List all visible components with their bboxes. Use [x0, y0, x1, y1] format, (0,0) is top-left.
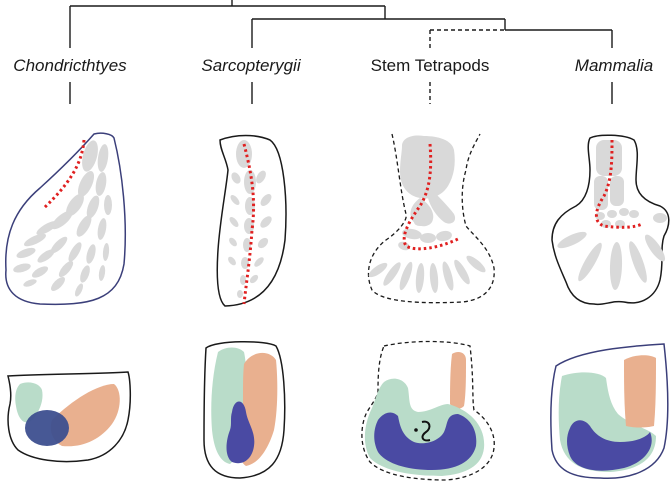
mammalia-bones	[557, 140, 667, 290]
taxon-label-mammalia: Mammalia	[575, 56, 653, 75]
taxon-label-stem-tetrapods: Stem Tetrapods	[371, 56, 490, 75]
chondrichthyes-domain-outline	[7, 371, 132, 463]
stem-tetrapods-bones	[368, 135, 486, 293]
taxon-label-sarcopterygii: Sarcopterygii	[201, 56, 301, 75]
chondrichthyes-radials	[13, 140, 112, 297]
stem-tetrapods-digit-mark	[421, 420, 431, 442]
chondrichthyes-domain-green	[15, 382, 43, 423]
stem-tetrapods-domain-lightgreen-pocket	[407, 419, 439, 440]
mammalia-metapterygial-axis	[595, 139, 643, 229]
sarcopterygii-fin-outline	[216, 134, 287, 307]
stem-tetrapods-limb-outline	[367, 133, 495, 304]
taxon-label-chondrichthyes: Chondricthtyes	[13, 56, 127, 75]
sarcopterygii-domain-outline	[203, 340, 286, 479]
stem-tetrapods-domain-blue	[374, 412, 477, 470]
mammalia-limb-skeleton	[551, 134, 670, 306]
mammalia-domain-blue	[567, 420, 652, 471]
mammalia-limb-outline	[551, 134, 670, 306]
chondrichthyes-expression-domains	[7, 371, 132, 463]
chondrichthyes-fin-outline	[5, 132, 126, 306]
phylogeny-tree	[69, 0, 613, 104]
sarcopterygii-domain-blue	[226, 401, 255, 464]
chondrichthyes-fin-skeleton	[5, 132, 126, 306]
mammalia-domain-orange	[624, 355, 656, 428]
stem-tetrapods-expression-domains	[361, 340, 495, 481]
chondrichthyes-domain-blue	[25, 410, 69, 446]
stem-tetrapods-digit-dot	[414, 428, 418, 432]
sarcopterygii-bones	[228, 140, 272, 298]
stem-tetrapods-domain-orange	[450, 352, 466, 409]
sarcopterygii-fin-skeleton	[216, 134, 287, 307]
stem-tetrapods-domain-outline	[361, 340, 495, 481]
sarcopterygii-expression-domains	[203, 340, 286, 479]
mammalia-expression-domains	[550, 343, 669, 479]
mammalia-domain-outline	[550, 343, 669, 479]
chondrichthyes-metapterygial-axis	[42, 139, 86, 210]
stem-tetrapods-limb-skeleton	[367, 133, 495, 304]
